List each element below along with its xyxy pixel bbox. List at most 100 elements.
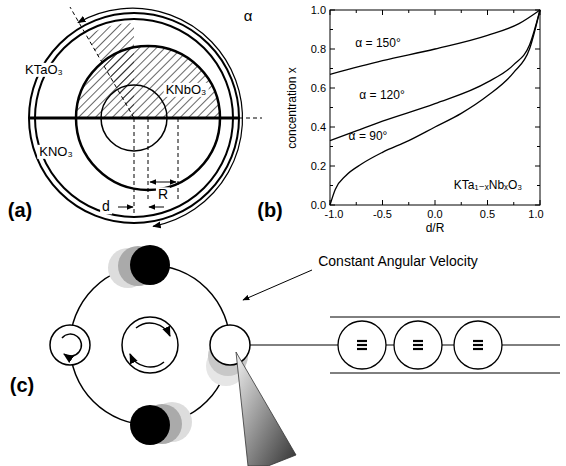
concentration-curve xyxy=(330,10,540,141)
dimension-label: d xyxy=(100,199,112,214)
concentration-curve xyxy=(330,10,540,205)
knbo3-hatched-region xyxy=(76,46,220,118)
melt-layer xyxy=(413,348,423,350)
tick-label: 1.0 xyxy=(311,4,326,16)
y-tick xyxy=(535,127,540,128)
y-tick xyxy=(535,49,540,50)
tick-label: 0.8 xyxy=(311,43,326,55)
tick-label: -1.0 xyxy=(325,208,344,220)
melt-layer xyxy=(357,348,367,350)
x-tick xyxy=(435,200,436,205)
offset-arrow xyxy=(149,207,164,208)
tick-label: 0.0 xyxy=(427,208,442,220)
crucible xyxy=(130,245,170,285)
y-tick xyxy=(330,10,335,11)
y-tick xyxy=(537,185,540,186)
tick-label: 0.6 xyxy=(311,82,326,94)
tick-label: 0.4 xyxy=(311,121,326,133)
x-tick xyxy=(487,10,488,15)
callout-text: Constant Angular Velocity xyxy=(318,254,478,269)
angle-line xyxy=(70,7,134,118)
axis-title: concentration x xyxy=(286,67,299,148)
curves xyxy=(330,10,540,205)
melt-layer xyxy=(413,340,423,342)
x-tick xyxy=(382,10,383,15)
melt-layer xyxy=(413,344,423,346)
y-tick xyxy=(330,107,333,108)
crucible xyxy=(338,321,386,369)
y-tick xyxy=(330,29,333,30)
center-disk xyxy=(122,317,178,373)
y-tick xyxy=(330,166,335,167)
y-tick xyxy=(535,205,540,206)
rotation-arrow xyxy=(136,323,170,336)
top-crucible xyxy=(108,245,170,288)
bottom-crucible xyxy=(130,402,192,445)
callout-leader xyxy=(243,270,312,300)
dimension-label: R xyxy=(156,187,170,202)
material-label: KNO₃ xyxy=(37,145,74,159)
y-tick xyxy=(330,146,333,147)
nozzle xyxy=(236,352,296,466)
crucible xyxy=(130,405,170,445)
tick-label: -0.5 xyxy=(373,208,392,220)
axis-title: d/R xyxy=(426,222,445,235)
dimension-line xyxy=(134,118,135,214)
melt-layer xyxy=(357,344,367,346)
x-tick xyxy=(540,200,541,205)
y-tick xyxy=(330,68,333,69)
x-tick xyxy=(435,10,436,15)
crucible xyxy=(210,325,250,365)
x-tick xyxy=(382,200,383,205)
radius-arrow xyxy=(150,182,176,183)
plot-frame xyxy=(330,10,540,205)
concentration-curve xyxy=(330,10,540,74)
x-tick xyxy=(487,200,488,205)
tick-label: 1.0 xyxy=(528,208,543,220)
melt-layer xyxy=(473,340,483,342)
y-tick xyxy=(535,166,540,167)
crucible xyxy=(454,321,502,369)
curve-label: α = 120° xyxy=(359,89,404,102)
rotation-arrow xyxy=(130,354,164,367)
angle-arc xyxy=(78,8,243,226)
guide-line xyxy=(330,373,560,374)
panel-label: (b) xyxy=(257,199,283,221)
crucible xyxy=(50,325,90,365)
y-tick xyxy=(330,88,335,89)
formula-label: KTa₁₋ₓNbₓO₃ xyxy=(454,179,523,192)
tick-label: 0.5 xyxy=(480,208,495,220)
x-tick xyxy=(513,202,514,205)
orbit xyxy=(70,265,230,425)
self-rotation-arrow xyxy=(62,334,81,356)
x-tick xyxy=(513,10,514,13)
x-tick xyxy=(408,10,409,13)
tick-label: 0.2 xyxy=(311,160,326,172)
melt-layer xyxy=(473,344,483,346)
curve-label: α = 150° xyxy=(355,37,400,50)
panel-label: (a) xyxy=(8,199,32,221)
x-tick xyxy=(330,10,331,15)
y-tick xyxy=(330,127,335,128)
crucible-cross-section xyxy=(29,7,262,226)
y-tick xyxy=(537,146,540,147)
crucible xyxy=(394,321,442,369)
y-tick xyxy=(535,88,540,89)
offset-arrow xyxy=(118,207,133,208)
dimension-line xyxy=(148,118,149,200)
curve-label: α = 90° xyxy=(349,130,388,143)
tick-label: 0.0 xyxy=(311,199,326,211)
y-tick xyxy=(537,107,540,108)
material-label: KNbO₃ xyxy=(164,83,209,97)
angle-label: α xyxy=(244,8,253,25)
axis-ticks xyxy=(330,10,540,205)
panel-label: (c) xyxy=(10,374,34,396)
dimension-line xyxy=(178,118,179,200)
y-tick xyxy=(330,49,335,50)
x-tick xyxy=(356,202,357,205)
rotation-scheme xyxy=(50,245,560,466)
y-tick xyxy=(537,29,540,30)
x-tick xyxy=(408,202,409,205)
x-tick xyxy=(461,10,462,13)
melt-layer xyxy=(357,340,367,342)
